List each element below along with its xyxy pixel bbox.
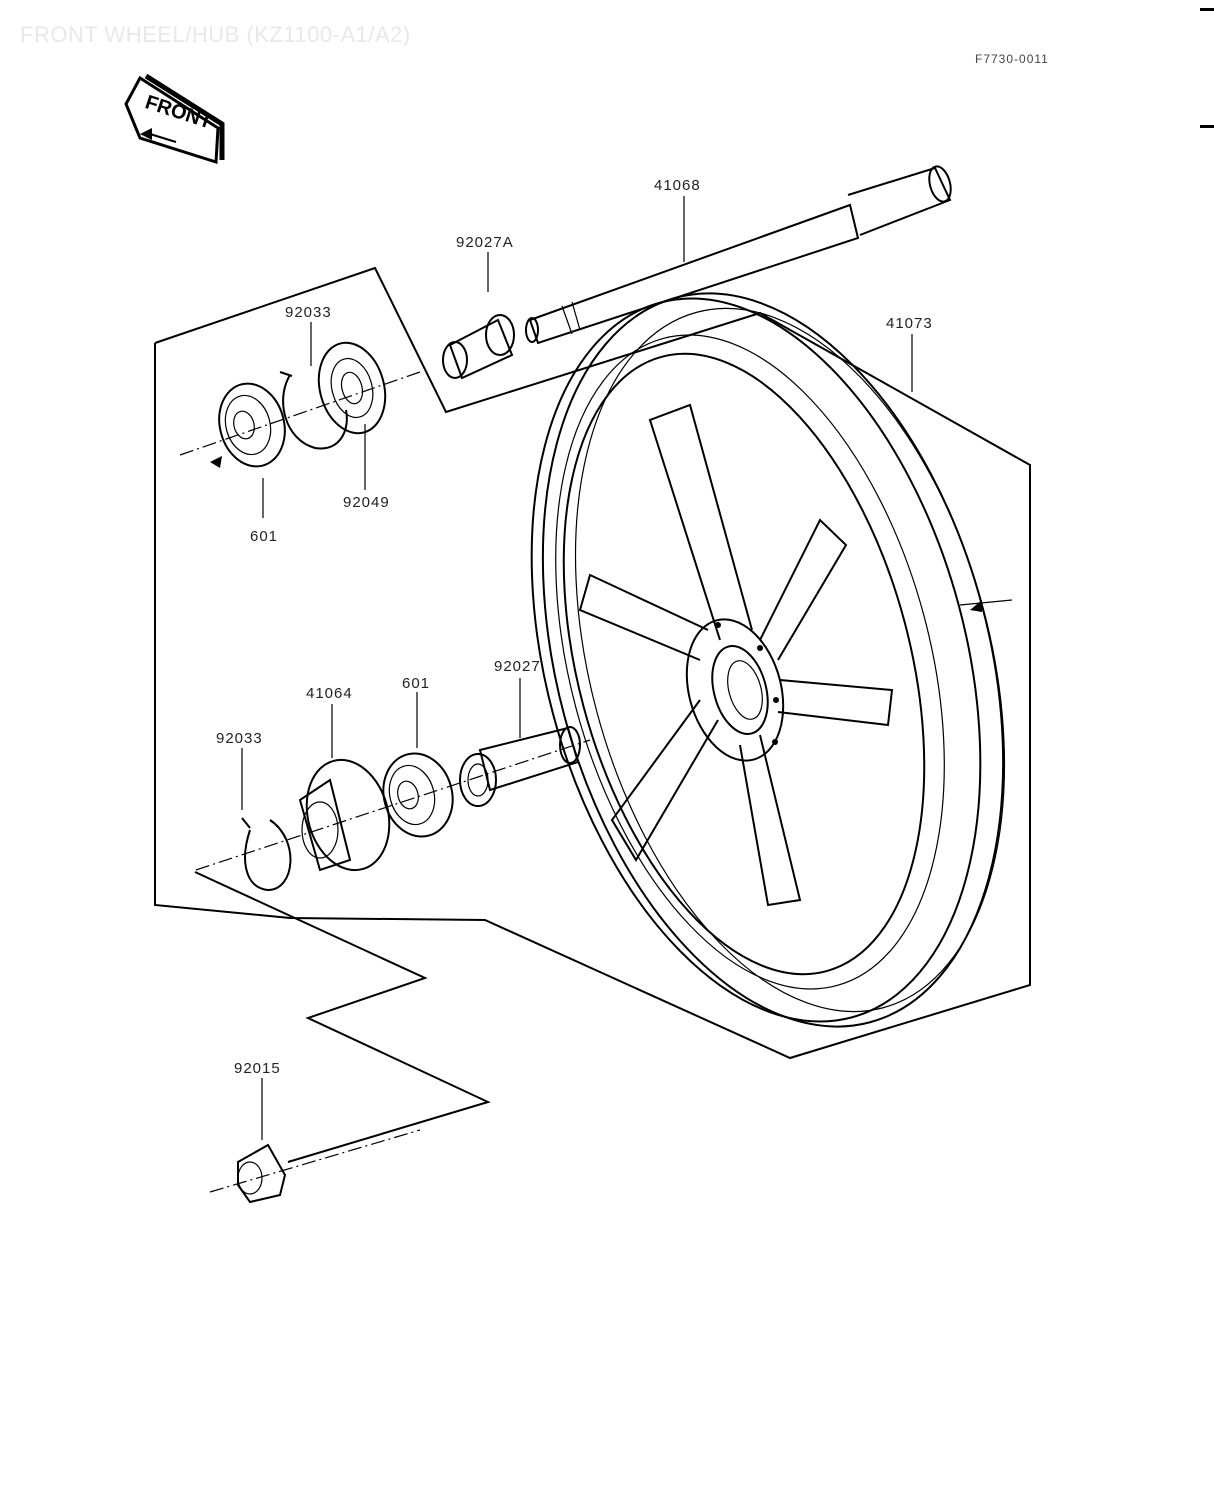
label-circlip-lower: 92033 (216, 730, 263, 747)
bearing-upper (218, 382, 286, 468)
label-circlip-upper: 92033 (285, 304, 332, 321)
label-collar-b: 92027 (494, 658, 541, 675)
circlip-upper (279, 371, 348, 450)
oil-seal-upper (317, 341, 387, 435)
label-axle: 41068 (654, 177, 701, 194)
drawing-code: F7730-0011 (975, 52, 1049, 66)
label-collar-a: 92027A (456, 234, 514, 251)
collar-a (442, 314, 515, 380)
label-wheel: 41073 (886, 315, 933, 332)
label-bearing-lower: 601 (402, 675, 430, 692)
axle-shaft (525, 165, 952, 345)
label-axle-nut: 92015 (234, 1060, 281, 1077)
circlip-lower (241, 817, 292, 892)
centre-lines (179, 371, 1013, 1193)
wheel-rim (530, 292, 1006, 1028)
label-coupling: 41064 (306, 685, 353, 702)
coupling (298, 758, 391, 872)
axle-nut (237, 1143, 287, 1204)
collar-b (459, 726, 581, 807)
diagram-title: FRONT WHEEL/HUB (KZ1100-A1/A2) (20, 22, 411, 47)
label-oil-seal: 92049 (343, 494, 390, 511)
edge-mark-bottom (1200, 125, 1214, 128)
leader-lines (241, 196, 913, 1140)
assembly-outline (154, 266, 1031, 1163)
bearing-lower (382, 752, 454, 838)
label-bearing-upper: 601 (250, 528, 278, 545)
edge-mark-top (1200, 8, 1214, 11)
front-arrow-icon: FRONT (124, 73, 225, 165)
